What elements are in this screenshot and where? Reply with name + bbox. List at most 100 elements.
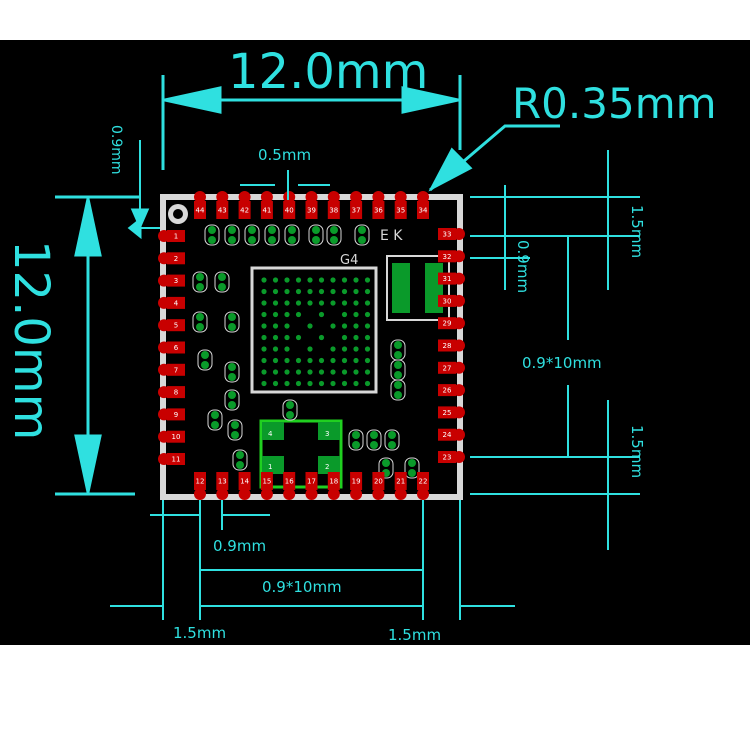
pad-left: 1 — [167, 230, 185, 242]
crystal-pads: 4 3 1 2 — [262, 422, 340, 474]
pad-right: 26 — [438, 384, 456, 397]
ic-ball — [330, 323, 336, 329]
pad-ball — [238, 488, 251, 500]
passive-pad — [228, 323, 236, 331]
passive-pad — [394, 371, 402, 379]
ic-ball — [364, 369, 371, 375]
ic-ball — [364, 346, 371, 352]
bottom-right-margin-dimension: 1.5mm — [388, 626, 441, 644]
passive-pad — [236, 461, 244, 469]
ic-ball — [364, 277, 371, 283]
ic-ball — [261, 357, 267, 364]
ic-ball — [318, 311, 325, 318]
passive-pad — [268, 236, 276, 244]
pad-width-dimension: 0.5mm — [258, 146, 311, 164]
ic-ball — [341, 311, 348, 318]
pin-number: 12 — [196, 478, 205, 486]
ic-ball — [284, 323, 290, 329]
passive-pad — [231, 431, 239, 439]
passive-outline — [232, 449, 248, 471]
passive-outline — [404, 457, 420, 479]
pad-ball — [327, 191, 340, 203]
pin-number: 35 — [396, 207, 405, 215]
pad-ball — [194, 488, 206, 500]
ic-ball — [318, 300, 325, 306]
passive-pad — [286, 411, 294, 419]
pin-number: 24 — [443, 431, 452, 439]
pin-number: 40 — [285, 207, 294, 215]
pad-ball — [216, 488, 229, 500]
passive-pad — [330, 236, 338, 244]
ic-ball — [307, 346, 313, 352]
ic-ball — [284, 311, 290, 318]
passive-outline — [308, 224, 324, 246]
pad-ball — [350, 191, 363, 203]
pin-number: 21 — [396, 478, 405, 486]
passive-outline — [354, 224, 370, 246]
ic-ball — [284, 334, 290, 341]
ic-ball — [330, 369, 336, 375]
passive-pad — [394, 361, 402, 369]
dimension-lines — [55, 75, 640, 620]
ic-ball — [341, 357, 348, 364]
passive-pad — [394, 351, 402, 359]
ic-ball — [341, 380, 348, 387]
pad-top: 34 — [417, 201, 429, 219]
ic-ball — [364, 380, 371, 387]
passive-components — [192, 224, 420, 479]
ic-ball — [341, 288, 348, 295]
passive-pad — [196, 313, 204, 321]
pin-number: 42 — [240, 207, 249, 215]
ic-ball — [353, 369, 359, 375]
ic-ball — [330, 357, 336, 364]
passive-pad — [228, 226, 236, 234]
pin-number: 29 — [443, 320, 452, 328]
ic-ball — [364, 300, 371, 306]
ic-ball — [272, 323, 279, 329]
passive-pad — [394, 341, 402, 349]
passive-outline — [348, 429, 364, 451]
pad-ball — [417, 488, 429, 500]
passive-outline — [244, 224, 260, 246]
passive-pad — [382, 459, 390, 467]
pad-bottom: 13 — [216, 472, 229, 490]
pad-ball — [372, 488, 385, 500]
ic-ball — [295, 369, 302, 375]
pad-top: 35 — [394, 201, 407, 219]
pin-number: 11 — [172, 456, 181, 464]
pad-right: 29 — [438, 317, 456, 330]
pad-left: 3 — [167, 274, 185, 287]
height-dimension: 12.0mm — [3, 240, 59, 440]
ic-ball — [307, 277, 313, 283]
ic-ball — [261, 380, 267, 387]
ic-ball — [341, 323, 348, 329]
right-span-dimension: 0.9*10mm — [522, 354, 602, 372]
pad-right: 23 — [438, 451, 456, 463]
ic-ball — [295, 380, 302, 387]
passive-outline — [224, 389, 240, 411]
pin-number: 2 — [174, 255, 178, 263]
passive-pad — [196, 273, 204, 281]
pin-number: 43 — [218, 207, 227, 215]
pin-number: 9 — [174, 411, 178, 419]
passive-outline — [326, 224, 342, 246]
ic-ball — [318, 288, 325, 295]
ic-ball — [284, 380, 290, 387]
pad-right: 28 — [438, 339, 456, 352]
passive-outline — [197, 349, 213, 371]
pad-ball — [327, 488, 340, 500]
passive-pad — [268, 226, 276, 234]
inductor-pad — [392, 263, 410, 313]
pin-number: 7 — [174, 366, 178, 374]
ic-ball — [272, 288, 279, 295]
passive-pad — [208, 236, 216, 244]
pin-number: 27 — [443, 364, 452, 372]
ic-pad-grid — [261, 277, 371, 387]
pin-number: 10 — [172, 433, 181, 441]
passive-pad — [228, 401, 236, 409]
pad-ball — [283, 488, 296, 500]
passive-pad — [312, 236, 320, 244]
pin-number: 4 — [174, 299, 179, 307]
